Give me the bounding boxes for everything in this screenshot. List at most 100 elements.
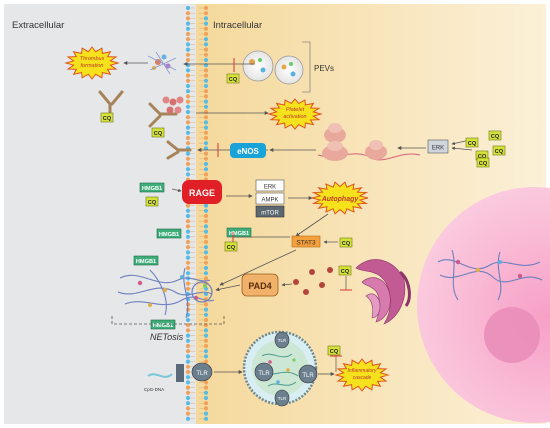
cq-label: CQ [148, 200, 157, 206]
vesicle-loop [191, 281, 213, 303]
tlr-label-right: TLR [302, 373, 314, 379]
tlr-receptor: TLR [274, 331, 290, 349]
cq-label: CQ [229, 77, 238, 83]
rage-receptor: RAGE [182, 180, 222, 204]
hmgb1-label: HMGB1 [153, 323, 173, 329]
thrombus-label-line1: Thrombus [80, 56, 105, 62]
thrombus-label-line2: formation [81, 63, 104, 69]
autophagy-burst: Autophagy [311, 181, 369, 215]
pev-vesicle [242, 50, 274, 82]
cq-tag: CQ [327, 345, 341, 356]
cq-tag: CQ [339, 237, 353, 248]
pev-vesicle [274, 55, 304, 85]
hmgb1-tag: HMGB1 [133, 255, 159, 266]
intracellular-label: Intracellular [213, 20, 262, 31]
calcium-ions [293, 267, 333, 295]
autophagy-label: Autophagy [321, 196, 360, 203]
thrombus-formation-burst: Thrombus formation [64, 46, 120, 80]
ampk-label: AMPK [261, 198, 278, 204]
cq-tag: CQ [476, 157, 490, 168]
pevs-group: PEVs [242, 41, 334, 93]
platelet-activation-burst: Platelet activation [267, 98, 323, 130]
tlr-receptor-membrane: TLR [176, 362, 213, 382]
nucleolus [484, 307, 540, 363]
receptor [98, 90, 124, 114]
tlr-label-center: TLR [258, 371, 270, 377]
platelet-label-line2: activation [283, 114, 306, 120]
cq-label: CQ [227, 245, 236, 251]
nucleus [417, 187, 550, 423]
hmgb1-tag: HMGB1 [156, 228, 182, 239]
cq-tag: CQ [226, 73, 240, 84]
erk-box: ERK [255, 179, 285, 192]
enos-box: eNOS [230, 143, 266, 158]
tlr-label-bottom: TLR [278, 396, 287, 401]
cq-label: CQ [491, 134, 500, 140]
receptor [148, 102, 178, 128]
inflammatory-label-line1: Inflammatory [348, 368, 377, 374]
cq-label: CQ [495, 149, 504, 155]
ampk-box: AMPK [255, 192, 285, 205]
ligand-cluster [162, 96, 184, 114]
cell-membrane [185, 5, 209, 421]
inflammatory-label-line2: cascade [353, 375, 372, 381]
inflammatory-cascade-burst: Inflammatory cascade [334, 358, 390, 392]
cq-tag: CQ [145, 196, 159, 207]
arrow [215, 284, 241, 292]
erk-label: ERK [264, 185, 276, 191]
hmgb1-label: HMGB1 [142, 186, 162, 192]
cq-label: CQ [479, 161, 488, 167]
cq-label: CQ [154, 131, 163, 137]
thrombus-cluster [147, 51, 177, 75]
tlr-receptor: TLR [298, 364, 318, 384]
cq-label: CQ [103, 116, 112, 122]
mtor-box: mTOR [255, 205, 285, 218]
erk-box-right: ERK [427, 139, 449, 154]
cq-tag: CQ [338, 265, 352, 276]
cq-label: CQ [468, 141, 477, 147]
net-granules [137, 275, 207, 307]
extracellular-label: Extracellular [12, 20, 64, 31]
rage-label: RAGE [189, 188, 215, 198]
cq-tag: CQ [100, 112, 114, 123]
arrow [281, 282, 293, 287]
stat3-label: STAT3 [296, 240, 316, 247]
hmgb1-label: HMGB1 [136, 259, 156, 265]
cq-label: CQ [478, 154, 487, 160]
cq-label: CQ [341, 269, 350, 275]
arrow [451, 146, 473, 151]
endoplasmic-reticulum [355, 259, 411, 325]
cq-label: CQ [342, 241, 351, 247]
hmgb1-label: HMGB1 [159, 232, 179, 238]
hmgb1-label: HMGB1 [229, 231, 249, 237]
mtor-label: mTOR [261, 211, 279, 217]
cq-tag: CQ [488, 130, 502, 141]
endosome [242, 330, 318, 406]
ribosome-strand [317, 123, 421, 161]
tlr-label-left: TLR [196, 371, 208, 377]
pad4-box: PAD4 [241, 273, 279, 297]
pad4-label: PAD4 [248, 281, 271, 291]
nuclear-chromatin [437, 249, 543, 301]
tlr-receptor: TLR [274, 389, 290, 407]
arrow [171, 188, 182, 193]
cpg-dna-label: CpG-DNA [144, 387, 164, 392]
stat3-box: STAT3 [291, 235, 321, 248]
tlr-label-top: TLR [278, 338, 287, 343]
cq-tag: CQ [465, 137, 479, 148]
cq-tag: CQ [151, 127, 165, 138]
netosis-label: NETosis [150, 332, 184, 342]
cpg-dna: CpG-DNA [144, 373, 173, 392]
enos-label: eNOS [237, 147, 259, 156]
arrow [219, 249, 297, 286]
hmgb1-tag: HMGB1 [150, 319, 176, 330]
receptor [166, 140, 192, 160]
nuclear-granules [455, 259, 523, 279]
erk-right-label: ERK [432, 146, 444, 152]
hmgb1-tag: HMGB1 [226, 227, 252, 238]
tlr-receptor: TLR [254, 362, 274, 382]
cq-tag: CQ [224, 241, 238, 252]
hmgb1-tag: HMGB1 [139, 182, 165, 193]
